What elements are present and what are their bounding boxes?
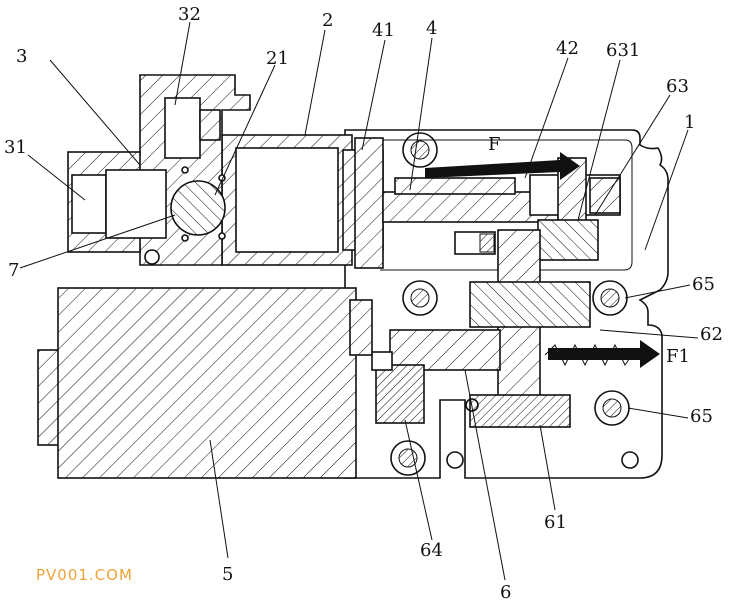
label-65-bottom: 65 bbox=[690, 406, 713, 427]
label-42: 42 bbox=[556, 38, 579, 59]
label-65-top: 65 bbox=[692, 274, 715, 295]
screw bbox=[402, 280, 438, 316]
force-label-f1: F1 bbox=[666, 346, 690, 367]
force-arrow-f1 bbox=[548, 340, 660, 368]
label-31: 31 bbox=[4, 137, 27, 158]
label-6: 6 bbox=[500, 582, 511, 603]
inlet-fitting bbox=[67, 151, 167, 253]
screw bbox=[402, 132, 438, 168]
label-64: 64 bbox=[420, 540, 443, 561]
label-1: 1 bbox=[684, 112, 695, 133]
valve-housing bbox=[221, 134, 384, 269]
label-7: 7 bbox=[8, 260, 19, 281]
screw bbox=[594, 390, 630, 426]
label-61: 61 bbox=[544, 512, 567, 533]
force-arrow-f bbox=[425, 152, 580, 180]
label-631: 631 bbox=[606, 40, 640, 61]
ball-valve bbox=[144, 166, 226, 265]
leader-lines bbox=[19, 21, 699, 581]
label-4: 4 bbox=[426, 18, 437, 39]
watermark: PV001.COM bbox=[36, 566, 133, 584]
motor-body bbox=[37, 287, 373, 479]
part-labels: 32 2 41 4 3 21 42 631 63 1 31 7 65 62 65… bbox=[4, 4, 723, 603]
label-41: 41 bbox=[372, 20, 395, 41]
force-label-f: F bbox=[488, 134, 501, 155]
label-3: 3 bbox=[16, 46, 27, 67]
screws bbox=[390, 132, 639, 476]
label-21: 21 bbox=[266, 48, 289, 69]
label-63: 63 bbox=[666, 76, 689, 97]
label-2: 2 bbox=[322, 10, 333, 31]
worm-shaft bbox=[389, 229, 591, 428]
motor-pinion bbox=[371, 351, 425, 424]
label-5: 5 bbox=[222, 564, 233, 585]
screw bbox=[592, 280, 628, 316]
housing-outline bbox=[344, 129, 669, 479]
label-32: 32 bbox=[178, 4, 201, 25]
screw bbox=[390, 440, 426, 476]
label-62: 62 bbox=[700, 324, 723, 345]
